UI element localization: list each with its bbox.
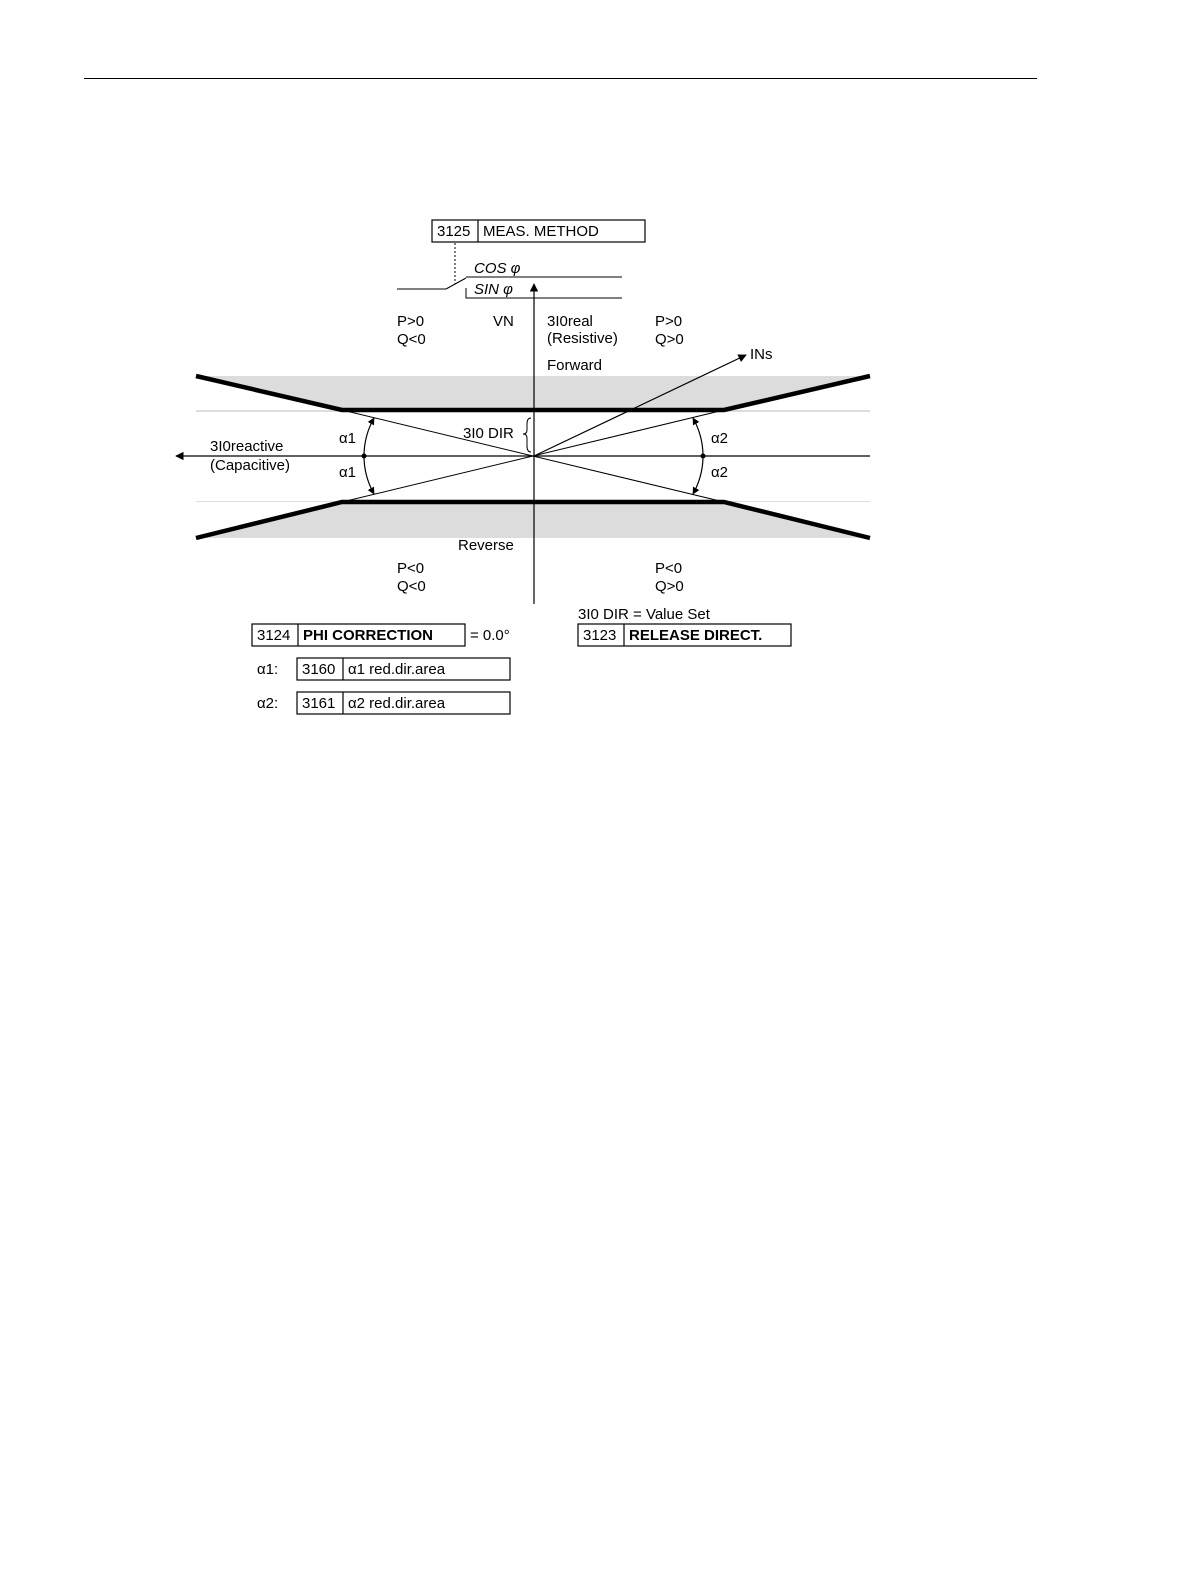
alpha2-param-number: 3161: [302, 695, 335, 712]
alpha2-lower-label: α2: [711, 464, 728, 481]
quadrant-bottom-right-q: Q>0: [655, 578, 684, 595]
forward-label: Forward: [547, 357, 602, 374]
alpha1-upper-arc: [364, 418, 374, 456]
alpha2-upper-arc: [693, 418, 703, 456]
quadrant-top-left-p: P>0: [397, 313, 424, 330]
dir-label: 3I0 DIR: [463, 425, 514, 442]
meas-method-number: 3125: [437, 223, 470, 240]
ins-vector-label: INs: [750, 346, 773, 363]
meas-option-cos: COS φ: [474, 260, 521, 277]
alpha1-param-label: α1:: [257, 661, 278, 678]
release-direct-number: 3123: [583, 627, 616, 644]
meas-option-sin: SIN φ: [474, 281, 513, 298]
quadrant-top-left-q: Q<0: [397, 331, 426, 348]
alpha1-param-number: 3160: [302, 661, 335, 678]
vn-axis-label: VN: [493, 313, 514, 330]
alpha2-lower-arc: [693, 456, 703, 494]
alpha1-lower-label: α1: [339, 464, 356, 481]
alpha1-upper-label: α1: [339, 430, 356, 447]
release-direct-caption: 3I0 DIR = Value Set: [578, 606, 711, 623]
quadrant-top-right-p: P>0: [655, 313, 682, 330]
phi-correction-value: = 0.0°: [470, 627, 510, 644]
phi-correction-number: 3124: [257, 627, 290, 644]
quadrant-bottom-right-p: P<0: [655, 560, 682, 577]
real-axis-label-2: (Resistive): [547, 330, 618, 347]
switch-blade: [446, 278, 466, 289]
quadrant-bottom-left-p: P<0: [397, 560, 424, 577]
alpha1-arc-dot: [362, 454, 367, 459]
reactive-axis-label-2: (Capacitive): [210, 457, 290, 474]
dir-brace: [523, 418, 531, 452]
alpha1-param-name: α1 red.dir.area: [348, 661, 446, 678]
alpha2-param-label: α2:: [257, 695, 278, 712]
reverse-label: Reverse: [458, 537, 514, 554]
alpha2-upper-label: α2: [711, 430, 728, 447]
meas-method-name: MEAS. METHOD: [483, 223, 599, 240]
quadrant-bottom-left-q: Q<0: [397, 578, 426, 595]
alpha2-arc-dot: [701, 454, 706, 459]
alpha2-param-name: α2 red.dir.area: [348, 695, 446, 712]
alpha1-lower-arc: [364, 456, 374, 494]
reactive-axis-label-1: 3I0reactive: [210, 438, 283, 455]
real-axis-label-1: 3I0real: [547, 313, 593, 330]
phi-correction-name: PHI CORRECTION: [303, 627, 433, 644]
quadrant-top-right-q: Q>0: [655, 331, 684, 348]
release-direct-name: RELEASE DIRECT.: [629, 627, 762, 644]
